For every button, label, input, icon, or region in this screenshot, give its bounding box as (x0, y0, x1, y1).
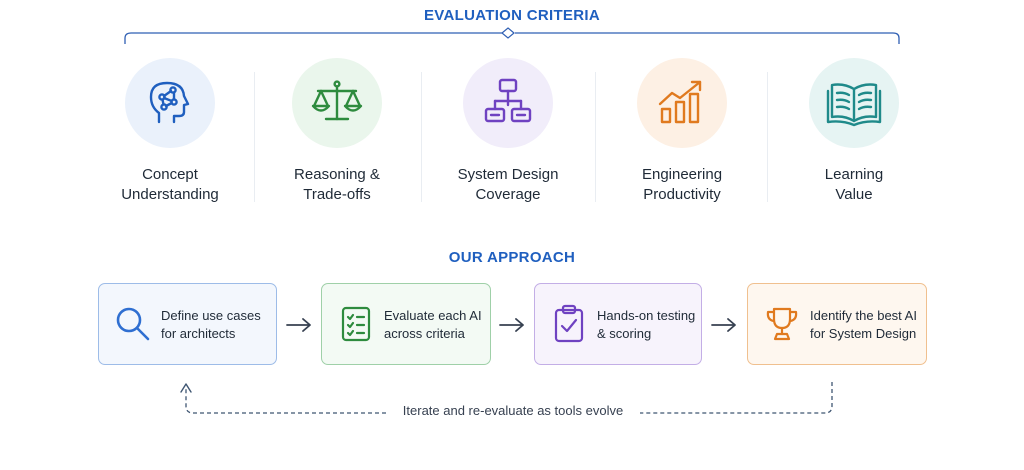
divider (254, 72, 255, 202)
step-label-line2: for architects (161, 326, 236, 341)
criterion-engineering-productivity: Engineering Productivity (597, 58, 767, 218)
magnifier-icon (113, 304, 153, 344)
arrow-right-icon (711, 318, 736, 332)
step-label-line1: Hands-on testing (597, 308, 696, 323)
criterion-label-line2: Understanding (121, 186, 219, 203)
step-identify-best-ai: Identify the best AI for System Design (747, 283, 927, 365)
step-define-use-cases: Define use cases for architects (98, 283, 277, 365)
criterion-label-line1: Learning (824, 166, 884, 183)
step-hands-on-testing: Hands-on testing & scoring (534, 283, 702, 365)
bracket-diamond-icon (501, 27, 515, 39)
criterion-label-line2: Productivity (643, 186, 721, 203)
step-label-line1: Evaluate each AI (384, 308, 482, 323)
divider (595, 72, 596, 202)
approach-title: OUR APPROACH (448, 249, 576, 266)
criterion-label-line1: Concept (142, 166, 198, 183)
step-label-line2: for System Design (810, 326, 917, 341)
divider (421, 72, 422, 202)
criterion-system-design-coverage: System Design Coverage (423, 58, 593, 218)
criterion-label-line2: Trade-offs (303, 186, 371, 203)
open-book-icon (809, 58, 899, 148)
criterion-learning-value: Learning Value (769, 58, 939, 218)
criterion-label-line2: Coverage (475, 186, 541, 203)
step-label-line1: Define use cases (161, 308, 261, 323)
checklist-icon (336, 304, 376, 344)
balance-scale-icon (292, 58, 382, 148)
flowchart-icon (463, 58, 553, 148)
clipboard-check-icon (549, 304, 589, 344)
criteria-title: EVALUATION CRITERIA (424, 7, 600, 24)
criterion-label-line1: Reasoning & (294, 166, 380, 183)
head-network-icon (125, 58, 215, 148)
loop-label: Iterate and re-evaluate as tools evolve (388, 403, 638, 418)
criterion-label-line2: Value (835, 186, 873, 203)
arrow-right-icon (286, 318, 311, 332)
criterion-label-line1: System Design (457, 166, 559, 183)
step-label-line2: & scoring (597, 326, 652, 341)
step-evaluate-each-ai: Evaluate each AI across criteria (321, 283, 491, 365)
arrow-up-icon (180, 383, 192, 393)
trophy-icon (762, 304, 802, 344)
criterion-label-line1: Engineering (641, 166, 723, 183)
step-label-line2: across criteria (384, 326, 465, 341)
criterion-concept-understanding: Concept Understanding (85, 58, 255, 218)
growth-chart-icon (637, 58, 727, 148)
step-label-line1: Identify the best AI (810, 308, 917, 323)
feedback-loop-arrow (180, 382, 833, 414)
criteria-bracket (124, 27, 900, 44)
criterion-reasoning-tradeoffs: Reasoning & Trade-offs (252, 58, 422, 218)
divider (767, 72, 768, 202)
arrow-right-icon (499, 318, 524, 332)
